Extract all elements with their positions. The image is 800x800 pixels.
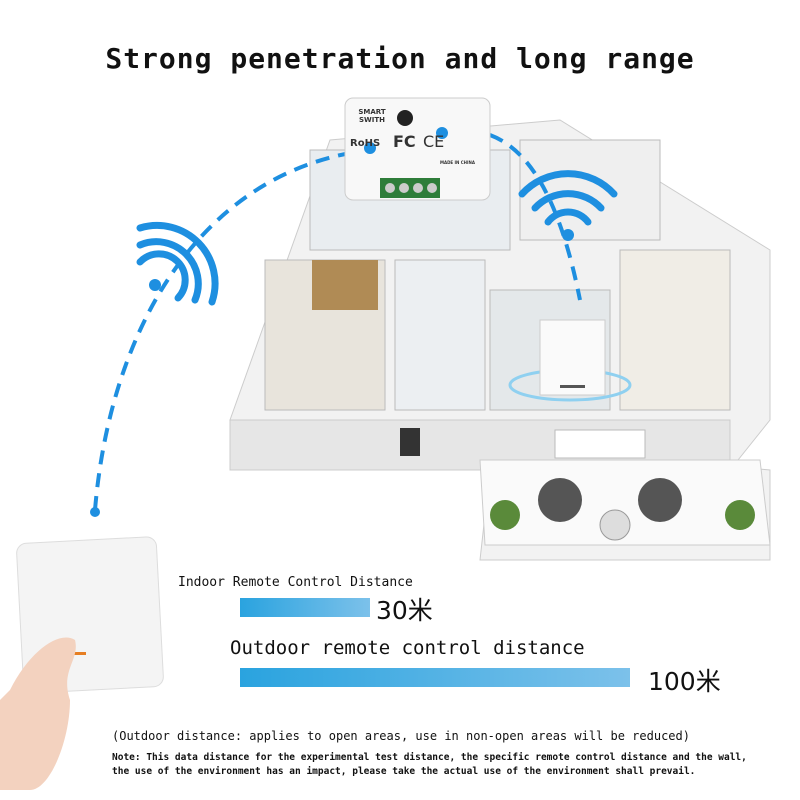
signal-path: [93, 148, 371, 511]
outdoor-label: Outdoor remote control distance: [230, 637, 585, 659]
outdoor-distance-bar: [240, 668, 630, 687]
switch-brand-label: SMART SWITH: [358, 108, 386, 124]
note-line-1: Note: This data distance for the experim…: [112, 752, 747, 763]
receiver-box: [508, 319, 632, 402]
wifi-icon-2: [518, 170, 618, 241]
headline: Strong penetration and long range: [105, 42, 695, 75]
outdoor-distance-value: 100米: [648, 667, 721, 696]
wifi-icon: [136, 221, 219, 306]
note-line-2: the use of the environment has an impact…: [112, 766, 696, 777]
ce-mark: CE: [423, 132, 445, 151]
hand: [0, 637, 76, 790]
indoor-distance-value: 30米: [376, 596, 433, 625]
smart-switch-device: [344, 97, 491, 201]
rohs-mark: RoHS: [350, 138, 381, 149]
house-floorplan: [229, 119, 771, 561]
indoor-label: Indoor Remote Control Distance: [178, 575, 413, 590]
signal-path-2: [489, 133, 582, 301]
made-in-label: MADE IN CHINA: [440, 160, 475, 165]
fc-mark: FC: [393, 132, 416, 151]
outdoor-note: (Outdoor distance: applies to open areas…: [112, 729, 690, 743]
indoor-distance-bar: [240, 598, 370, 617]
